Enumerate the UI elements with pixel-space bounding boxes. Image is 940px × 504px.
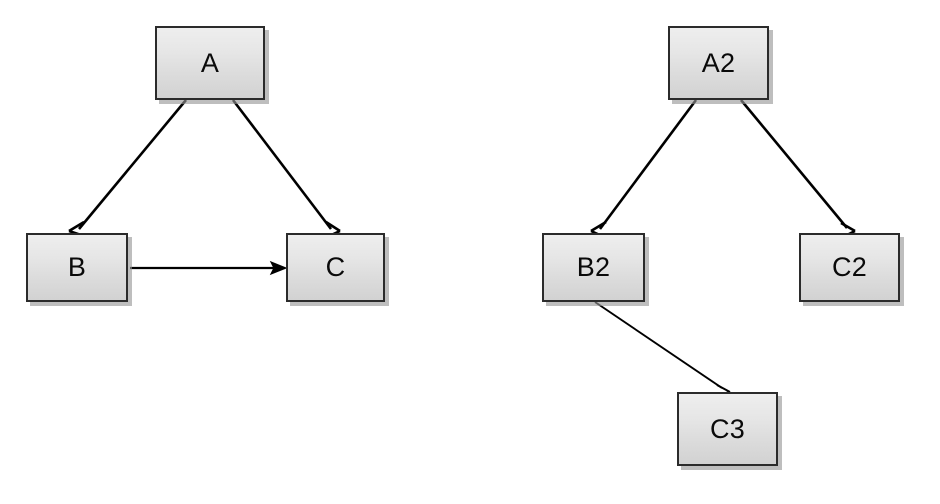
node-b2-label: B2 — [576, 252, 611, 282]
node-a[interactable]: A — [155, 26, 265, 100]
node-c-label: C — [325, 252, 346, 282]
node-b[interactable]: B — [26, 233, 128, 302]
node-c2[interactable]: C2 — [799, 233, 900, 302]
node-b-label: B — [67, 252, 87, 282]
node-c3[interactable]: C3 — [677, 392, 778, 466]
edge-a-to-b — [68, 99, 188, 237]
node-a-label: A — [200, 47, 220, 78]
node-c3-label: C3 — [709, 413, 746, 444]
node-c[interactable]: C — [286, 233, 385, 302]
node-b2[interactable]: B2 — [542, 233, 645, 302]
node-a2-label: A2 — [701, 47, 736, 78]
edge-a-to-c — [231, 99, 341, 238]
node-c2-label: C2 — [831, 252, 868, 282]
edge-a2-to-b2 — [590, 99, 698, 238]
edge-a2-to-c2 — [739, 99, 856, 238]
edge-b-to-c — [130, 260, 288, 276]
edge-b2-to-c3 — [594, 301, 731, 395]
node-a2[interactable]: A2 — [668, 26, 769, 100]
